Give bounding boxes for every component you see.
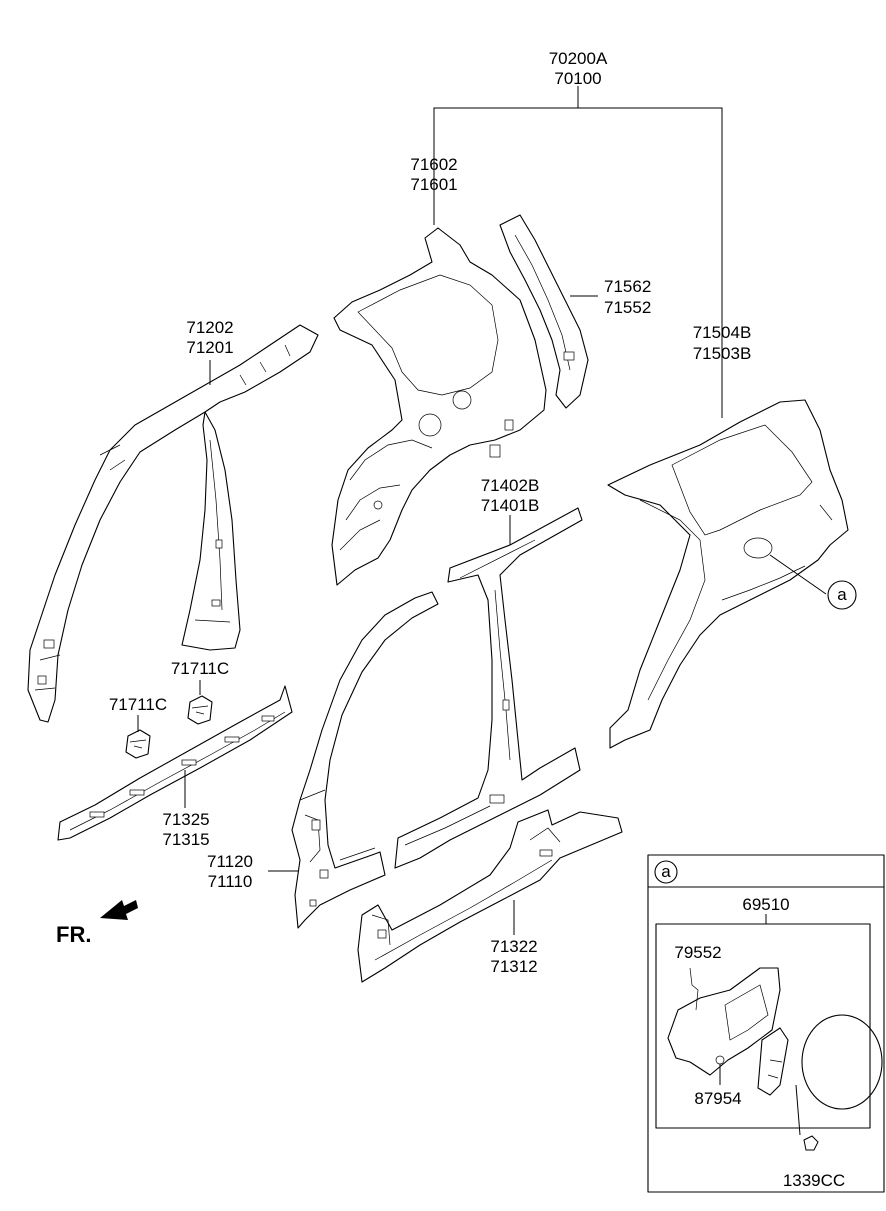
detail-part-label-1: 79552 [674, 943, 721, 962]
leader-lines [137, 86, 827, 935]
detail-assembly-label: 69510 [742, 895, 789, 914]
detail-box [647, 854, 885, 1193]
label-inner-sill-a: 71325 [162, 810, 209, 829]
label-rear-pillar-a: 71562 [604, 277, 651, 296]
label-quarter-outer-b: 71503B [693, 344, 752, 363]
roof-rail-part [27, 324, 319, 723]
label-top-a: 70200A [549, 49, 608, 68]
label-side-outer-a: 71120 [207, 852, 253, 871]
label-center-pillar-b: 71401B [481, 496, 540, 515]
center-pillar-part [394, 507, 583, 869]
callout-a-circle [827, 580, 857, 610]
rear-pillar-part [499, 214, 589, 409]
front-indicator-label: FR. [56, 922, 91, 947]
clip-lower-part [125, 729, 151, 759]
label-quarter-outer-a: 71504B [693, 323, 752, 342]
detail-box-tag: a [661, 862, 671, 881]
front-arrow-icon [100, 900, 138, 920]
clip-upper-part [187, 695, 213, 725]
quarter-outer-part [607, 399, 849, 749]
label-roof-rail-a: 71202 [186, 318, 233, 337]
callout-a-label: a [837, 585, 847, 604]
detail-part-label-2: 87954 [694, 1089, 741, 1108]
label-rear-pillar-b: 71552 [604, 298, 651, 317]
label-inner-sill-b: 71315 [162, 830, 209, 849]
label-center-pillar-a: 71402B [481, 476, 540, 495]
label-roof-rail-b: 71201 [186, 338, 233, 357]
side-outer-part [291, 591, 439, 929]
sill-outer-part [357, 809, 623, 983]
label-sill-outer-b: 71312 [490, 957, 537, 976]
label-clip-lower: 71711C [109, 695, 167, 714]
label-top-b: 70100 [554, 69, 601, 88]
label-inner-quarter-b: 71601 [410, 175, 457, 194]
label-side-outer-b: 71110 [208, 872, 253, 891]
detail-part-label-3: 1339CC [783, 1171, 845, 1190]
label-clip-upper: 71711C [171, 659, 229, 678]
inner-quarter-part [331, 227, 547, 586]
labels: 70200A 70100 71602 71601 71562 71552 715… [56, 49, 847, 1190]
label-inner-quarter-a: 71602 [410, 155, 457, 174]
inner-sill-part [57, 685, 293, 841]
label-sill-outer-a: 71322 [490, 937, 537, 956]
